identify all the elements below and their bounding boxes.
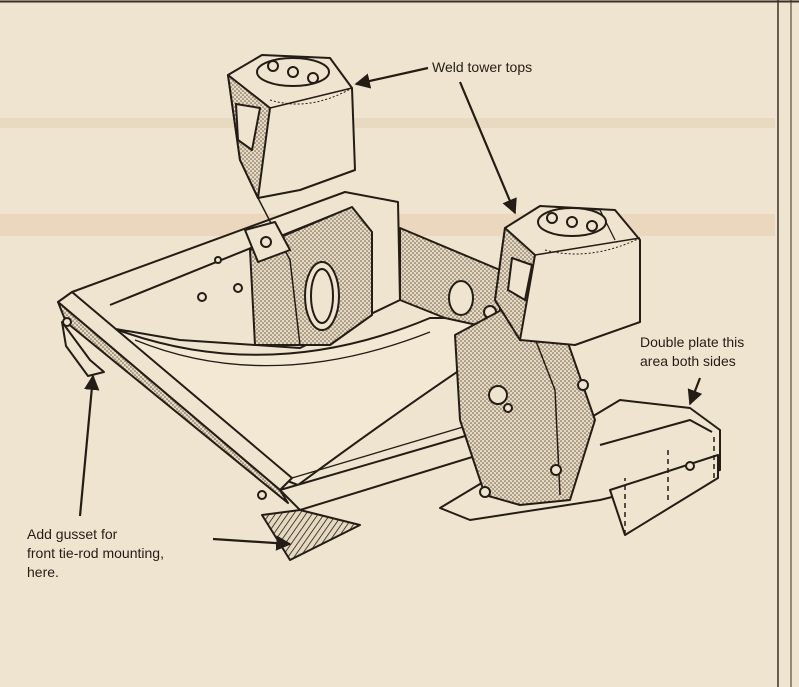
crossmember — [57, 54, 721, 561]
callout-gusset-line-1: Add gusset for — [27, 526, 118, 542]
callout-double-plate: Double plate this area both sides — [640, 333, 744, 371]
weld-arrow-right — [458, 81, 517, 215]
callout-gusset-line-2: front tie-rod mounting, — [27, 545, 164, 561]
weld-arrow-left — [354, 66, 429, 89]
callout-arrows — [78, 66, 703, 551]
callout-double-plate-line-1: Double plate this — [640, 334, 745, 350]
callout-weld-tower-tops: Weld tower tops — [432, 59, 533, 75]
callout-gusset: Add gusset for front tie-rod mounting, h… — [27, 525, 164, 582]
callout-gusset-line-3: here. — [27, 564, 59, 580]
gusset-arrow-up — [78, 374, 100, 517]
callout-double-plate-line-2: area both sides — [640, 353, 736, 369]
double-plate-arrow — [687, 377, 703, 406]
doubler-guide-lines — [624, 434, 715, 535]
gusset-arrow-right — [212, 535, 292, 551]
